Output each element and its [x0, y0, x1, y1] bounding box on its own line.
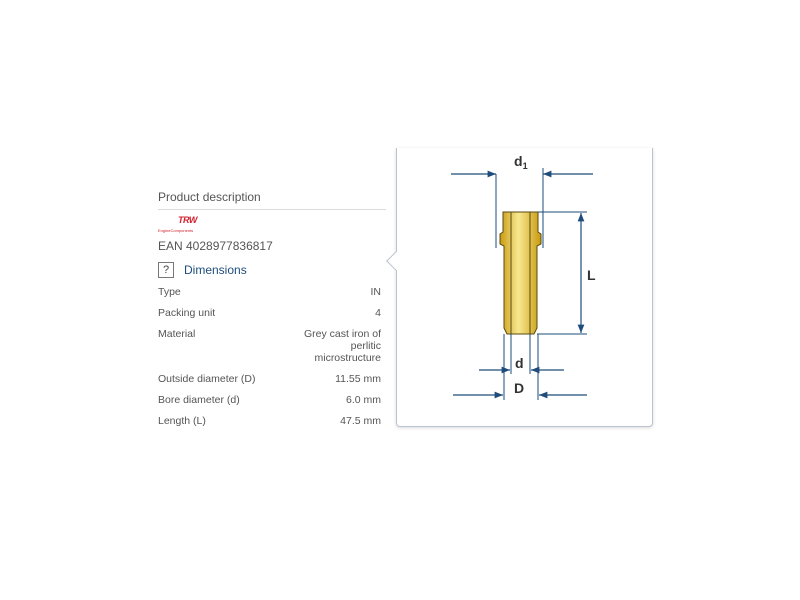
spec-value: 6.0 mm: [345, 394, 381, 406]
dimensions-label[interactable]: Dimensions: [184, 263, 247, 277]
product-description-panel: Product description TRW EngineComponents…: [158, 190, 386, 436]
spec-row-material: Material Grey cast iron of perlitic micr…: [158, 328, 381, 364]
dimensions-header[interactable]: ? Dimensions: [158, 261, 386, 279]
spec-label: Outside diameter (D): [158, 373, 256, 385]
spec-label: Bore diameter (d): [158, 394, 240, 406]
spec-label: Material: [158, 328, 196, 340]
brand-logo: TRW EngineComponents: [158, 215, 218, 237]
spec-value: IN: [370, 286, 382, 298]
spec-value: Grey cast iron of perlitic microstructur…: [303, 328, 381, 364]
spec-row-outside-diameter: Outside diameter (D) 11.55 mm: [158, 373, 381, 385]
spec-label: Type: [158, 286, 181, 298]
help-icon[interactable]: ?: [158, 262, 174, 278]
label-D: D: [514, 380, 524, 396]
dimension-diagram-panel: d1 L d D: [386, 148, 653, 427]
section-title: Product description: [158, 190, 386, 210]
spec-label: Packing unit: [158, 307, 216, 319]
spec-value: 11.55 mm: [335, 373, 381, 385]
label-d: d: [515, 355, 524, 371]
label-L: L: [587, 267, 596, 283]
ean-code: EAN 4028977836817: [158, 239, 273, 253]
valve-guide-diagram: d1 L d D: [451, 153, 596, 400]
part-body: [499, 211, 542, 335]
label-d1: d1: [514, 153, 528, 171]
spec-row-length: Length (L) 47.5 mm: [158, 415, 381, 427]
spec-table: Type IN Packing unit 4 Material Grey cas…: [158, 286, 381, 427]
spec-label: Length (L): [158, 415, 206, 427]
spec-row-bore-diameter: Bore diameter (d) 6.0 mm: [158, 394, 381, 406]
spec-value: 47.5 mm: [340, 415, 381, 427]
brand-logo-text: TRW: [178, 215, 197, 225]
spec-row-packing-unit: Packing unit 4: [158, 307, 381, 319]
spec-row-type: Type IN: [158, 286, 381, 298]
spec-value: 4: [375, 307, 381, 319]
brand-logo-subtext: EngineComponents: [158, 228, 194, 233]
